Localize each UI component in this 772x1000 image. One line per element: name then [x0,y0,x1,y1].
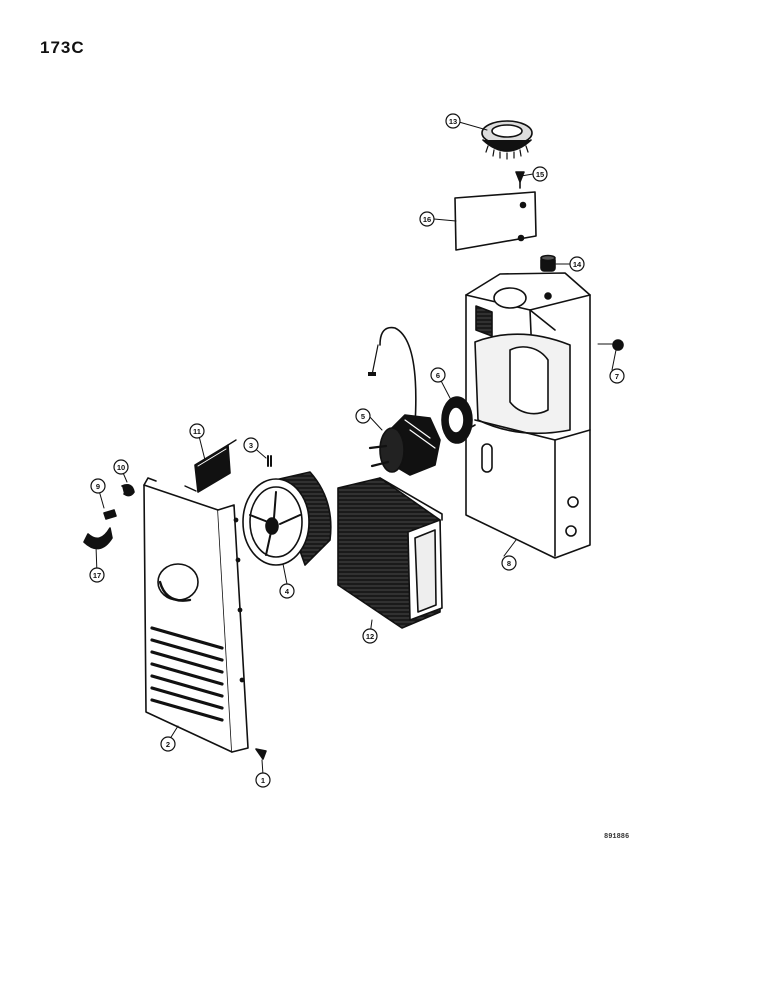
callout-1: 1 [255,772,271,788]
callout-6-label: 6 [436,371,440,380]
blower-wheel-part [242,471,332,566]
callout-labels: 13 15 16 14 7 6 5 8 11 3 10 9 17 4 12 2 … [89,113,625,788]
callout-17-label: 17 [93,571,101,580]
screw-part-1 [255,748,267,760]
callout-14-label: 14 [573,260,582,269]
callout-8: 8 [501,555,517,571]
screw-part-15 [515,171,525,189]
callout-15-label: 15 [536,170,544,179]
plug-part [540,254,556,272]
motor-mount-ring-part [441,396,473,444]
callout-17: 17 [89,567,105,583]
callout-11: 11 [189,423,205,439]
callout-9: 9 [90,478,106,494]
nut-part-7 [597,339,624,351]
callout-1-label: 1 [261,776,265,785]
bracket-part [184,439,237,493]
callout-10: 10 [113,459,129,475]
callout-3-label: 3 [249,441,253,450]
callout-13-label: 13 [449,117,457,126]
callout-11-label: 11 [193,427,201,436]
callout-4: 4 [279,583,295,599]
callout-5: 5 [355,408,371,424]
grommet-ring-part [481,120,533,160]
callout-2: 2 [160,736,176,752]
callout-10-label: 10 [117,463,125,472]
callout-12-label: 12 [366,632,374,641]
hose-part [83,527,113,550]
callout-14: 14 [569,256,585,272]
figure-number: 173C [40,38,85,57]
heater-core-part [337,477,443,629]
callout-6: 6 [430,367,446,383]
callout-15: 15 [532,166,548,182]
screw-part-9 [103,509,117,520]
heater-housing-part [465,272,591,559]
front-panel-part [143,477,249,753]
callout-8-label: 8 [507,559,511,568]
callout-7: 7 [609,368,625,384]
callout-5-label: 5 [361,412,365,421]
callout-13: 13 [445,113,461,129]
cover-plate-part [454,191,537,251]
callout-16: 16 [419,211,435,227]
spring-clip-part [267,455,272,467]
callout-9-label: 9 [96,482,100,491]
callout-2-label: 2 [166,740,170,749]
callout-7-label: 7 [615,372,619,381]
figure-reference-code: 891886 [604,833,630,841]
callout-12: 12 [362,628,378,644]
callout-3: 3 [243,437,259,453]
clip-part-10 [121,484,135,497]
callout-16-label: 16 [423,215,431,224]
blower-motor-part [368,326,441,476]
callout-4-label: 4 [285,587,290,596]
